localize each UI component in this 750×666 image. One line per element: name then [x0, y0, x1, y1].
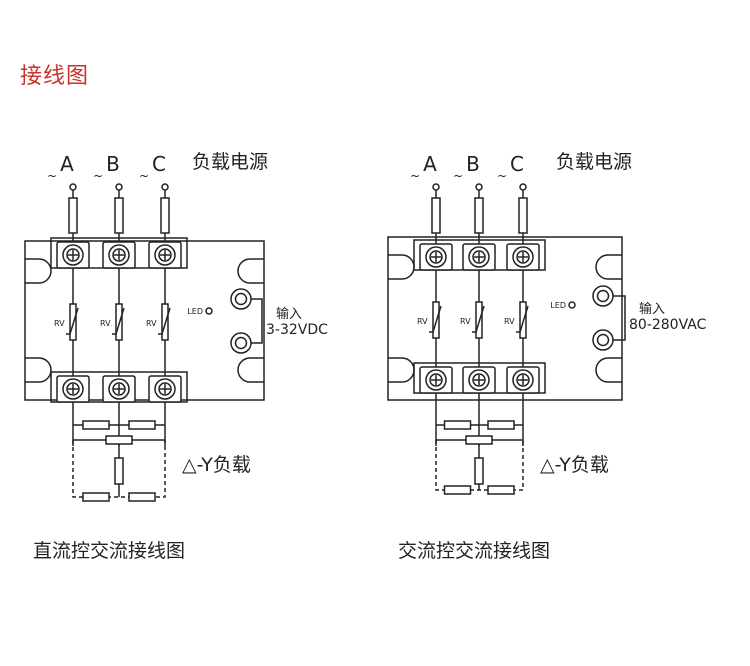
dashed-load-loop	[72, 440, 166, 498]
load-power-label: 负载电源	[556, 151, 632, 173]
screw-inner	[112, 248, 126, 262]
led-indicator	[568, 301, 576, 309]
screw-inner	[66, 382, 80, 396]
screw-inner	[429, 373, 443, 387]
mount-slot	[388, 254, 415, 280]
terminal-node	[69, 183, 77, 191]
led-label: LED	[187, 307, 203, 316]
mount-slot	[237, 258, 264, 284]
input-terminal	[230, 288, 252, 310]
mount-slot	[595, 357, 622, 383]
fuse	[431, 197, 441, 234]
led-indicator	[205, 307, 213, 315]
phase-label-A: A	[423, 152, 437, 176]
fuse	[114, 197, 124, 234]
phase-label-C: C	[152, 152, 166, 176]
phase-label-B: B	[466, 152, 480, 176]
screw-inner	[516, 373, 530, 387]
varistor-mark	[112, 307, 125, 335]
screw-inner	[66, 248, 80, 262]
input-wire	[613, 295, 626, 341]
terminal-node	[161, 183, 169, 191]
input-terminal	[592, 329, 614, 351]
phase-tilde: ~	[139, 169, 149, 183]
fuse	[160, 197, 170, 234]
phase-tilde: ~	[453, 169, 463, 183]
input-terminal-inner	[234, 336, 248, 350]
load-resistor	[487, 485, 515, 495]
relay-body	[387, 236, 623, 401]
load-type-label: △-Y负载	[540, 454, 609, 476]
load-resistor	[128, 420, 156, 430]
varistor-mark	[516, 305, 529, 333]
input-terminal	[230, 332, 252, 354]
terminal-node	[519, 183, 527, 191]
rv-label: RV	[460, 317, 471, 326]
screw-inner	[158, 248, 172, 262]
mount-slot	[237, 357, 264, 383]
load-resistor	[82, 420, 110, 430]
input-label: 输入	[276, 306, 302, 322]
phase-tilde: ~	[410, 169, 420, 183]
rv-label: RV	[504, 317, 515, 326]
input-terminal	[592, 285, 614, 307]
input-terminal-inner	[234, 292, 248, 306]
rv-label: RV	[417, 317, 428, 326]
terminal-node	[115, 183, 123, 191]
rv-label: RV	[146, 319, 157, 328]
fuse	[518, 197, 528, 234]
led-label: LED	[550, 301, 566, 310]
load-resistor	[474, 457, 484, 485]
diagram-caption: 直流控交流接线图	[33, 540, 185, 562]
load-resistor	[465, 435, 493, 445]
phase-label-B: B	[106, 152, 120, 176]
phase-tilde: ~	[497, 169, 507, 183]
phase-label-A: A	[60, 152, 74, 176]
mount-slot	[388, 357, 415, 383]
varistor-mark	[429, 305, 442, 333]
rv-label: RV	[100, 319, 111, 328]
varistor-mark	[472, 305, 485, 333]
varistor-mark	[158, 307, 171, 335]
input-range: 80-280VAC	[629, 317, 707, 333]
mount-slot	[25, 357, 52, 383]
terminal-node	[432, 183, 440, 191]
mount-slot	[595, 254, 622, 280]
varistor-mark	[66, 307, 79, 335]
fuse	[474, 197, 484, 234]
screw-inner	[429, 250, 443, 264]
screw-inner	[158, 382, 172, 396]
rv-label: RV	[54, 319, 65, 328]
load-power-label: 负载电源	[192, 151, 268, 173]
phase-tilde: ~	[93, 169, 103, 183]
load-resistor	[82, 492, 110, 502]
diagram-caption: 交流控交流接线图	[398, 540, 550, 562]
load-resistor	[105, 435, 133, 445]
input-wire	[251, 298, 263, 344]
relay-body	[24, 240, 265, 401]
input-range: 3-32VDC	[266, 322, 328, 338]
fuse	[68, 197, 78, 234]
phase-label-C: C	[510, 152, 524, 176]
load-resistor	[443, 485, 472, 495]
screw-inner	[472, 373, 486, 387]
terminal-node	[475, 183, 483, 191]
input-label: 输入	[639, 301, 665, 317]
page-title: 接线图	[20, 64, 90, 89]
phase-tilde: ~	[47, 169, 57, 183]
mount-slot	[25, 258, 52, 284]
input-terminal-inner	[596, 333, 610, 347]
load-resistor	[487, 420, 515, 430]
input-terminal-inner	[596, 289, 610, 303]
screw-inner	[112, 382, 126, 396]
screw-inner	[472, 250, 486, 264]
screw-inner	[516, 250, 530, 264]
load-type-label: △-Y负载	[182, 454, 251, 476]
load-resistor	[114, 457, 124, 485]
load-resistor	[128, 492, 156, 502]
load-resistor	[443, 420, 472, 430]
